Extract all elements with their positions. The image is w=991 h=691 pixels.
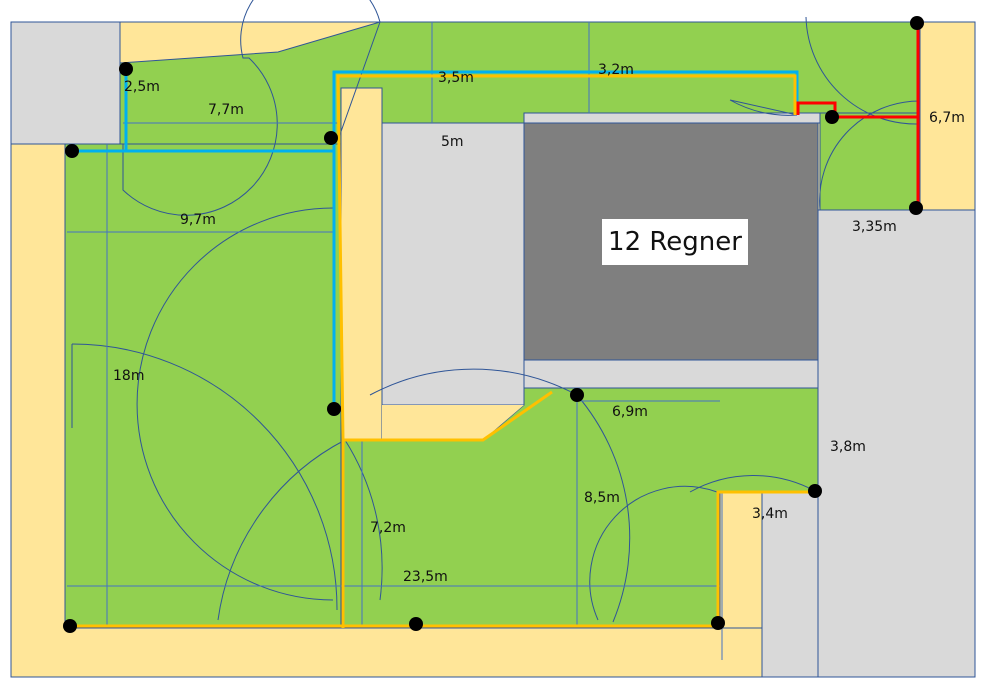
dim-label: 7,7m — [208, 102, 244, 118]
sprinkler-head — [327, 402, 341, 416]
sprinkler-head — [65, 144, 79, 158]
dim-label: 18m — [113, 368, 144, 384]
dim-label: 6,9m — [612, 404, 648, 420]
garden-path — [340, 87, 383, 441]
sprinkler-count-title: 12 Regner — [602, 219, 748, 265]
sprinkler-head — [409, 617, 423, 631]
paved-middle — [381, 122, 525, 406]
sprinkler-head — [909, 201, 923, 215]
paved-area-topleft — [10, 21, 121, 145]
sprinkler-head — [711, 616, 725, 630]
dim-label: 3,2m — [598, 62, 634, 78]
dim-label: 3,5m — [438, 70, 474, 86]
sprinkler-head — [63, 619, 77, 633]
paved-bottom-right — [761, 491, 819, 678]
path-bottom-right — [719, 491, 763, 629]
dim-label: 5m — [441, 134, 464, 150]
lawn-right — [819, 112, 921, 211]
dim-label: 2,5m — [124, 79, 160, 95]
dimension-lines — [67, 22, 723, 660]
sprinkler-head — [910, 16, 924, 30]
sprinkler-head — [808, 484, 822, 498]
paved-strip-bottom — [523, 359, 819, 389]
dim-label: 6,7m — [929, 110, 965, 126]
pipe-yellow — [70, 74, 815, 628]
dim-label: 7,2m — [370, 520, 406, 536]
sprinkler-head — [570, 388, 584, 402]
pipe-blue — [72, 69, 799, 409]
dim-label: 9,7m — [180, 212, 216, 228]
sprinkler-head — [324, 131, 338, 145]
spray-arcs — [71, 0, 921, 623]
dim-label: 3,35m — [852, 219, 897, 235]
dim-label: 23,5m — [403, 569, 448, 585]
sprinkler-heads — [63, 16, 924, 633]
dim-label: 3,4m — [752, 506, 788, 522]
dim-label: 8,5m — [584, 490, 620, 506]
pipe-red — [796, 22, 920, 208]
sprinkler-head — [119, 62, 133, 76]
sprinkler-head — [825, 110, 839, 124]
dim-label: 3,8m — [830, 439, 866, 455]
path-wedge — [382, 405, 524, 440]
